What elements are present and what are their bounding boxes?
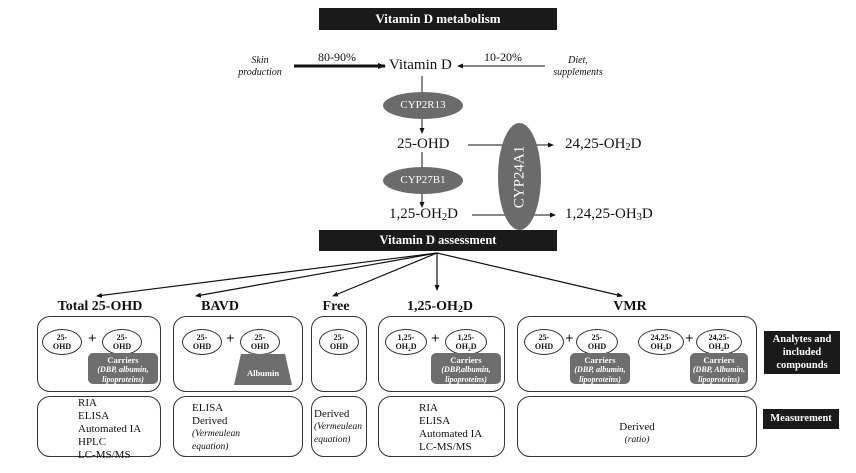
plus-sign: + xyxy=(565,331,574,347)
methods-list: RIA ELISA Automated IA LC-MS/MS xyxy=(419,402,482,454)
category-title-vmr: VMR xyxy=(613,299,647,314)
albumin-trapezoid: Albumin xyxy=(234,354,292,385)
skin-production-label: Skin production xyxy=(238,55,282,78)
method-item: ELISA xyxy=(78,410,110,422)
method-item: Automated IA xyxy=(78,423,142,435)
method-note: equation) xyxy=(192,442,229,452)
method-item: Derived xyxy=(314,408,350,420)
analyte-25ohd-bound: 25-OHD xyxy=(102,329,142,355)
measurement-box-vmr: Derived (ratio) xyxy=(517,396,757,457)
method-item: ELISA xyxy=(192,402,224,414)
vitamin-d-node: Vitamin D xyxy=(389,57,452,73)
plus-sign: + xyxy=(226,331,235,347)
analyte-2425oh2d-free: 24,25-OH2D xyxy=(638,329,684,355)
carriers-block-2425: Carriers (DBP, Albumin, lipoproteins) xyxy=(690,353,748,384)
analyte-25ohd-free: 25-OHD xyxy=(42,329,82,355)
methods-list: ELISA Derived (Vermeulean equation) xyxy=(192,402,240,454)
analytes-box-total: 25-OHD + 25-OHD Carriers (DBP, albumin, … xyxy=(37,316,161,392)
category-title-total: Total 25-OHD xyxy=(57,299,143,314)
category-title-free: Free xyxy=(322,299,350,314)
125-oh2d-node: 1,25-OH2D xyxy=(389,206,459,223)
method-item: Automated IA xyxy=(419,428,483,440)
analyte-25ohd-albumin-bound: 25-OHD xyxy=(240,329,280,355)
analytes-box-free: 25-OHD xyxy=(311,316,367,392)
measurement-box-total: RIA ELISA Automated IA HPLC LC-MS/MS xyxy=(37,396,161,461)
analytes-box-bavd: 25-OHD + 25-OHD Albumin xyxy=(173,316,303,392)
25-ohd-node: 25-OHD xyxy=(397,136,450,152)
cyp2r13-enzyme: CYP2R13 xyxy=(383,92,463,119)
analytes-box-dihydroxy: 1,25-OH2D + 1,25-OH2D Carriers (DBP,albu… xyxy=(378,316,505,392)
carriers-block-25ohd: Carriers (DBP, albumin, lipoproteins) xyxy=(570,353,630,384)
arrow-to-vmr xyxy=(436,252,623,298)
12425-oh3d-node: 1,24,25-OH3D xyxy=(565,206,653,223)
carriers-block: Carriers (DBP,albumin, lipoproteins) xyxy=(431,353,501,384)
assessment-title-banner: Vitamin D assessment xyxy=(319,230,557,251)
measurement-box-free: Derived (Vermeulean equation) xyxy=(311,396,367,457)
plus-sign: + xyxy=(685,331,694,347)
analyte-25ohd-free: 25-OHD xyxy=(524,329,564,355)
diet-percent: 10-20% xyxy=(484,50,522,64)
arrow-to-free xyxy=(332,252,438,297)
2425-oh2d-node: 24,25-OH2D xyxy=(565,136,642,153)
category-title-bavd: BAVD xyxy=(201,299,239,314)
plus-sign: + xyxy=(431,331,440,347)
analyte-125oh2d-bound: 1,25-OH2D xyxy=(445,329,487,355)
cyp24a1-enzyme: CYP24A1 xyxy=(498,123,541,230)
cyp27b1-enzyme: CYP27B1 xyxy=(383,167,463,194)
arrow-to-bavd xyxy=(195,252,438,298)
method-item: LC-MS/MS xyxy=(419,441,472,453)
methods-list: Derived (Vermeulean equation) xyxy=(314,408,362,447)
methods-list: Derived (ratio) xyxy=(518,421,756,447)
analyte-25ohd-free: 25-OHD xyxy=(319,329,359,355)
category-title-dihydroxy: 1,25-OH2D xyxy=(407,299,473,315)
methods-list: RIA ELISA Automated IA HPLC LC-MS/MS xyxy=(78,397,141,462)
metabolism-title-banner: Vitamin D metabolism xyxy=(319,8,557,30)
method-item: LC-MS/MS xyxy=(78,449,131,461)
analyte-25ohd-free: 25-OHD xyxy=(182,329,222,355)
method-item: HPLC xyxy=(78,436,107,448)
measurement-box-dihydroxy: RIA ELISA Automated IA LC-MS/MS xyxy=(378,396,505,457)
carriers-block: Carriers (DBP, albumin, lipoproteins) xyxy=(88,353,158,384)
method-item: RIA xyxy=(419,402,438,414)
method-note: (Vermeulean xyxy=(192,429,241,439)
method-note: (Vermeulean xyxy=(314,422,363,432)
measurement-box-bavd: ELISA Derived (Vermeulean equation) xyxy=(173,396,303,457)
method-item: Derived xyxy=(192,415,228,427)
method-item: Derived xyxy=(619,421,655,433)
analytes-box-vmr: 25-OHD + 25-OHD Carriers (DBP, albumin, … xyxy=(517,316,757,392)
method-item: RIA xyxy=(78,397,97,409)
row-label-measurement: Measurement xyxy=(763,409,839,429)
diet-supplements-label: Diet, supplements xyxy=(553,55,603,78)
analyte-25ohd-bound: 25-OHD xyxy=(576,329,618,355)
row-label-analytes: Analytes and included compounds xyxy=(764,331,840,374)
analyte-2425oh2d-bound: 24,25-OH2D xyxy=(696,329,742,355)
arrow-to-total xyxy=(96,252,438,298)
method-item: ELISA xyxy=(419,415,451,427)
analyte-125oh2d-free: 1,25-OH2D xyxy=(385,329,427,355)
plus-sign: + xyxy=(88,331,97,347)
method-note: equation) xyxy=(314,435,351,445)
method-note: (ratio) xyxy=(624,435,650,445)
skin-percent: 80-90% xyxy=(318,50,356,64)
